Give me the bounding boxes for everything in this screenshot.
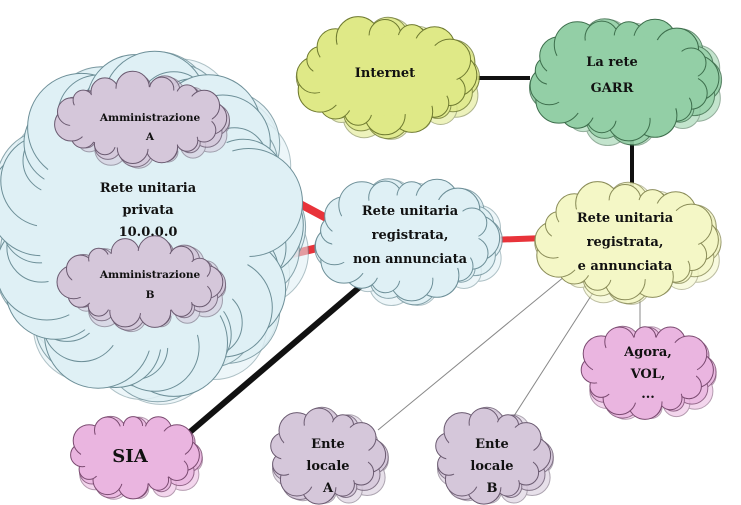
cloud-ente-a: [270, 406, 389, 505]
cloud-sia: [70, 415, 203, 500]
garr-label-1: La rete: [586, 55, 638, 70]
unannounced-label-1: Rete unitaria: [362, 204, 459, 219]
agora-label-3: ...: [641, 387, 655, 402]
link-announced-to-ente-b: [504, 284, 599, 431]
unannounced-label-2: registrata,: [372, 228, 449, 243]
announced-label-3: e annunciata: [578, 259, 673, 274]
admin-b-label-2: B: [146, 289, 155, 301]
ente-a-label-1: Ente: [311, 437, 345, 452]
cloud-registered-announced: [534, 181, 722, 305]
internet-label: Internet: [355, 66, 415, 81]
agora-label-1: Agora,: [623, 345, 672, 360]
sia-label: SIA: [112, 446, 148, 467]
cloud-admin-b: [56, 235, 227, 333]
labels-layer: Rete unitaria privata 10.0.0.0 Amministr…: [99, 55, 674, 496]
cloud-registered-unannounced: [314, 178, 503, 307]
cloud-ente-b: [435, 406, 554, 505]
ente-a-label-3: A: [322, 481, 334, 496]
cloud-internet: [295, 16, 481, 140]
garr-label-2: GARR: [591, 81, 634, 96]
cloud-admin-a: [54, 70, 231, 169]
admin-a-label-2: A: [145, 131, 155, 143]
admin-a-label-1: Amministrazione: [99, 112, 201, 124]
cloud-agora: [580, 325, 717, 420]
unannounced-label-3: non annunciata: [353, 252, 468, 267]
admin-b-label-1: Amministrazione: [99, 269, 201, 281]
ente-a-label-2: locale: [306, 459, 349, 474]
ente-b-label-1: Ente: [475, 437, 509, 452]
private-network-label-3: 10.0.0.0: [119, 225, 178, 240]
link-unannounced-to-sia: [188, 282, 364, 435]
ente-b-label-3: B: [487, 481, 498, 496]
cloud-garr: [529, 18, 723, 146]
announced-label-2: registrata,: [587, 235, 664, 250]
announced-label-1: Rete unitaria: [577, 211, 674, 226]
agora-label-2: VOL,: [630, 367, 666, 382]
ente-b-label-2: locale: [470, 459, 513, 474]
private-network-label-1: Rete unitaria: [100, 181, 197, 196]
link-announced-to-ente-a: [377, 271, 571, 431]
private-network-label-2: privata: [122, 203, 174, 218]
